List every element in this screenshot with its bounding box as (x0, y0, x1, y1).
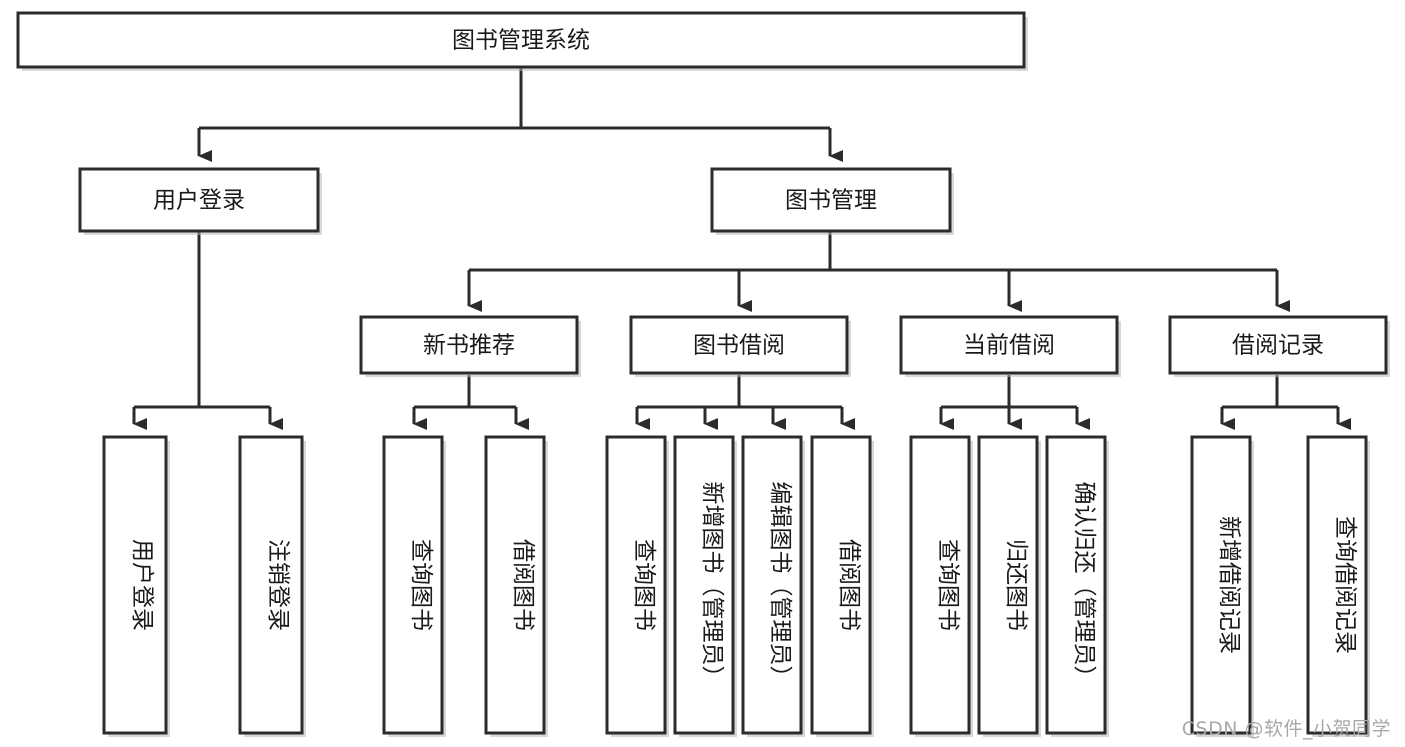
node-leaf-edit-book[interactable]: 编辑图书（管理员） (741, 435, 805, 737)
node-leaf-user-login-label: 用户登录 (129, 539, 155, 631)
node-leaf-user-logout-label: 注销登录 (265, 539, 291, 631)
node-leaf-borrow-book-1[interactable]: 借阅图书 (484, 435, 548, 737)
node-leaf-confirm-return-rect (1045, 435, 1107, 735)
node-book-borrow-rect (629, 315, 849, 375)
node-leaf-user-logout[interactable]: 注销登录 (238, 435, 306, 737)
node-leaf-add-record[interactable]: 新增借阅记录 (1190, 435, 1254, 737)
node-borrow-record-rect (1168, 315, 1388, 375)
node-new-book-rec-rect (359, 315, 579, 375)
node-new-book-rec-label: 新书推荐 (423, 333, 515, 359)
node-leaf-return-book[interactable]: 归还图书 (977, 435, 1041, 737)
connector-layer (132, 67, 1351, 430)
node-leaf-return-book-label: 归还图书 (1003, 539, 1029, 631)
node-leaf-return-book-rect (977, 435, 1039, 735)
node-leaf-confirm-return-label: 确认归还（管理员） (1071, 482, 1097, 689)
node-leaf-borrow-book-2-label: 借阅图书 (836, 539, 862, 631)
node-current-borrow-label: 当前借阅 (963, 333, 1055, 359)
node-leaf-user-logout-rect (238, 435, 304, 735)
node-leaf-edit-book-rect (741, 435, 803, 735)
node-book-borrow-label: 图书借阅 (693, 333, 785, 359)
node-leaf-add-record-rect (1190, 435, 1252, 735)
node-leaf-user-login[interactable]: 用户登录 (102, 435, 170, 737)
node-user-login-rect (78, 167, 320, 233)
node-book-borrow[interactable]: 图书借阅 (629, 315, 851, 377)
node-leaf-query-book-3-label: 查询图书 (935, 539, 961, 631)
node-leaf-edit-book-label: 编辑图书（管理员） (767, 482, 793, 689)
node-new-book-rec[interactable]: 新书推荐 (359, 315, 581, 377)
node-leaf-query-book-2[interactable]: 查询图书 (605, 435, 669, 737)
node-leaf-query-book-1-label: 查询图书 (408, 539, 434, 631)
node-leaf-query-book-2-rect (605, 435, 667, 735)
node-leaf-borrow-book-1-label: 借阅图书 (510, 539, 536, 631)
node-leaf-confirm-return[interactable]: 确认归还（管理员） (1045, 435, 1109, 737)
node-leaf-query-record-label: 查询借阅记录 (1332, 516, 1358, 654)
node-leaf-query-book-3-rect (909, 435, 971, 735)
node-book-manage[interactable]: 图书管理 (710, 167, 954, 235)
node-root[interactable]: 图书管理系统 (16, 11, 1028, 71)
node-leaf-borrow-book-2[interactable]: 借阅图书 (810, 435, 874, 737)
node-leaf-add-record-label: 新增借阅记录 (1216, 516, 1242, 654)
node-leaf-query-book-3[interactable]: 查询图书 (909, 435, 973, 737)
node-root-label: 图书管理系统 (452, 28, 590, 54)
node-leaf-user-login-rect (102, 435, 168, 735)
node-current-borrow[interactable]: 当前借阅 (899, 315, 1121, 377)
node-user-login[interactable]: 用户登录 (78, 167, 322, 235)
node-leaf-query-book-1-rect (382, 435, 444, 735)
node-current-borrow-rect (899, 315, 1119, 375)
node-leaf-query-book-1[interactable]: 查询图书 (382, 435, 446, 737)
node-leaf-query-record[interactable]: 查询借阅记录 (1306, 435, 1370, 737)
node-leaf-borrow-book-1-rect (484, 435, 546, 735)
node-book-manage-label: 图书管理 (785, 188, 877, 214)
node-leaf-query-book-2-label: 查询图书 (631, 539, 657, 631)
node-leaf-borrow-book-2-rect (810, 435, 872, 735)
node-borrow-record-label: 借阅记录 (1232, 333, 1324, 359)
node-leaf-add-book[interactable]: 新增图书（管理员） (673, 435, 737, 737)
node-leaf-add-book-rect (673, 435, 735, 735)
node-borrow-record[interactable]: 借阅记录 (1168, 315, 1390, 377)
node-user-login-label: 用户登录 (153, 188, 245, 214)
node-root-rect (16, 11, 1026, 69)
node-leaf-query-record-rect (1306, 435, 1368, 735)
node-leaf-add-book-label: 新增图书（管理员） (699, 482, 725, 689)
node-book-manage-rect (710, 167, 952, 233)
